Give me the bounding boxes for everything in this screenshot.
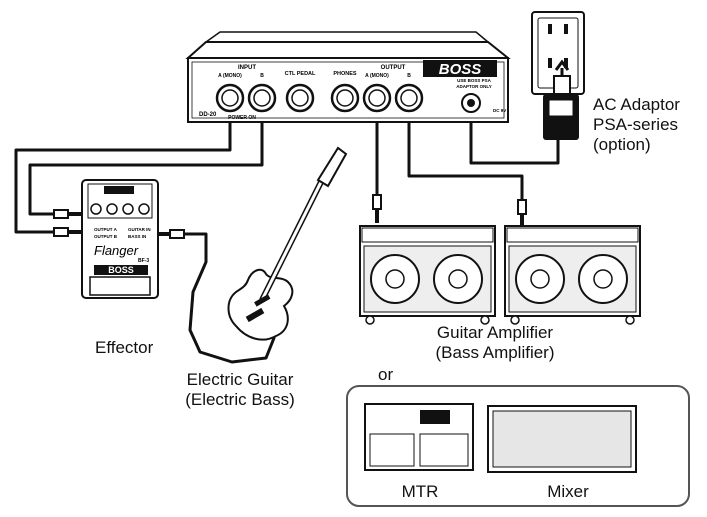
pedal-model: DD-20: [199, 112, 217, 118]
ac-adaptor: [543, 59, 579, 140]
jack-input-b: [247, 83, 277, 113]
boss-logo: [423, 60, 497, 77]
ac-adaptor-label-line3: (option): [593, 135, 651, 154]
jack-phones: [330, 83, 360, 113]
jack-dc-in: [461, 93, 481, 113]
cable-output-b-to-amp2: [407, 116, 524, 202]
ac-adaptor-label-line2: PSA-series: [593, 115, 679, 134]
pedal-input-a-label: A (MONO): [218, 73, 242, 79]
pedal-output-a-label: A (MONO): [365, 73, 389, 79]
mixer-label: Mixer: [547, 482, 589, 501]
flanger-output-b: OUTPUT B: [94, 234, 118, 239]
pedal-adaptor-note-1: USE BOSS PSA: [457, 78, 492, 83]
cable-effector-to-guitar: [173, 232, 276, 364]
jack-ctl-pedal: [285, 83, 315, 113]
ac-adaptor-label-line1: AC Adaptor: [593, 95, 680, 114]
pedal-phones-label: PHONES: [333, 71, 357, 77]
pedal-output-label: OUTPUT: [381, 65, 406, 71]
dd20-pedal: INPUT A (MONO) B CTL PEDAL PHONES OUTPUT…: [185, 31, 511, 123]
pedal-dc-label: DC 9V: [493, 108, 506, 113]
jack-input-a: [215, 83, 245, 113]
guitar-amplifier-1: [359, 225, 496, 325]
mtr-icon: [364, 403, 474, 471]
guitar-icon: [227, 146, 348, 341]
guitar-label-line1: Electric Guitar: [186, 370, 294, 389]
flanger-guitar-in: GUITAR IN: [128, 227, 151, 232]
cable-input-b-to-effector: [28, 116, 264, 216]
flanger-brand: BOSS: [108, 265, 134, 275]
plug-icon: [53, 227, 82, 237]
cable-dc-to-adaptor: [469, 116, 560, 165]
pedal-adaptor-note-2: ADAPTOR ONLY: [456, 84, 492, 89]
pedal-brand: BOSS: [439, 61, 482, 78]
flanger-bass-in: BASS IN: [128, 234, 146, 239]
pedal-ctl-label: CTL PEDAL: [285, 71, 316, 77]
flanger-pedal: OUTPUT A OUTPUT B GUITAR IN BASS IN Flan…: [81, 179, 159, 299]
or-label: or: [378, 365, 394, 384]
flanger-model: BF-3: [138, 258, 149, 264]
guitar-amplifier-2: [504, 225, 641, 325]
pedal-input-label: INPUT: [238, 65, 256, 71]
pedal-output-b-label: B: [407, 73, 411, 79]
amp-label-line2: (Bass Amplifier): [435, 343, 555, 362]
mixer-icon: [487, 405, 637, 473]
plug-icon: [156, 229, 185, 239]
effector-label: Effector: [95, 338, 154, 357]
jack-output-a: [362, 83, 392, 113]
guitar-label-line2: (Electric Bass): [185, 390, 295, 409]
pedal-input-b-label: B: [260, 73, 264, 79]
cables: [14, 116, 560, 364]
flanger-name: Flanger: [94, 243, 139, 258]
plug-icon: [517, 199, 527, 226]
pedal-power-on-label: POWER ON: [228, 115, 256, 121]
amp-label-line1: Guitar Amplifier: [436, 323, 554, 342]
jack-output-b: [394, 83, 424, 113]
plug-icon: [53, 209, 82, 219]
cable-input-a-to-effector: [14, 116, 232, 234]
mtr-label: MTR: [401, 482, 439, 501]
flanger-output-a: OUTPUT A: [94, 227, 118, 232]
plug-icon: [372, 194, 382, 223]
